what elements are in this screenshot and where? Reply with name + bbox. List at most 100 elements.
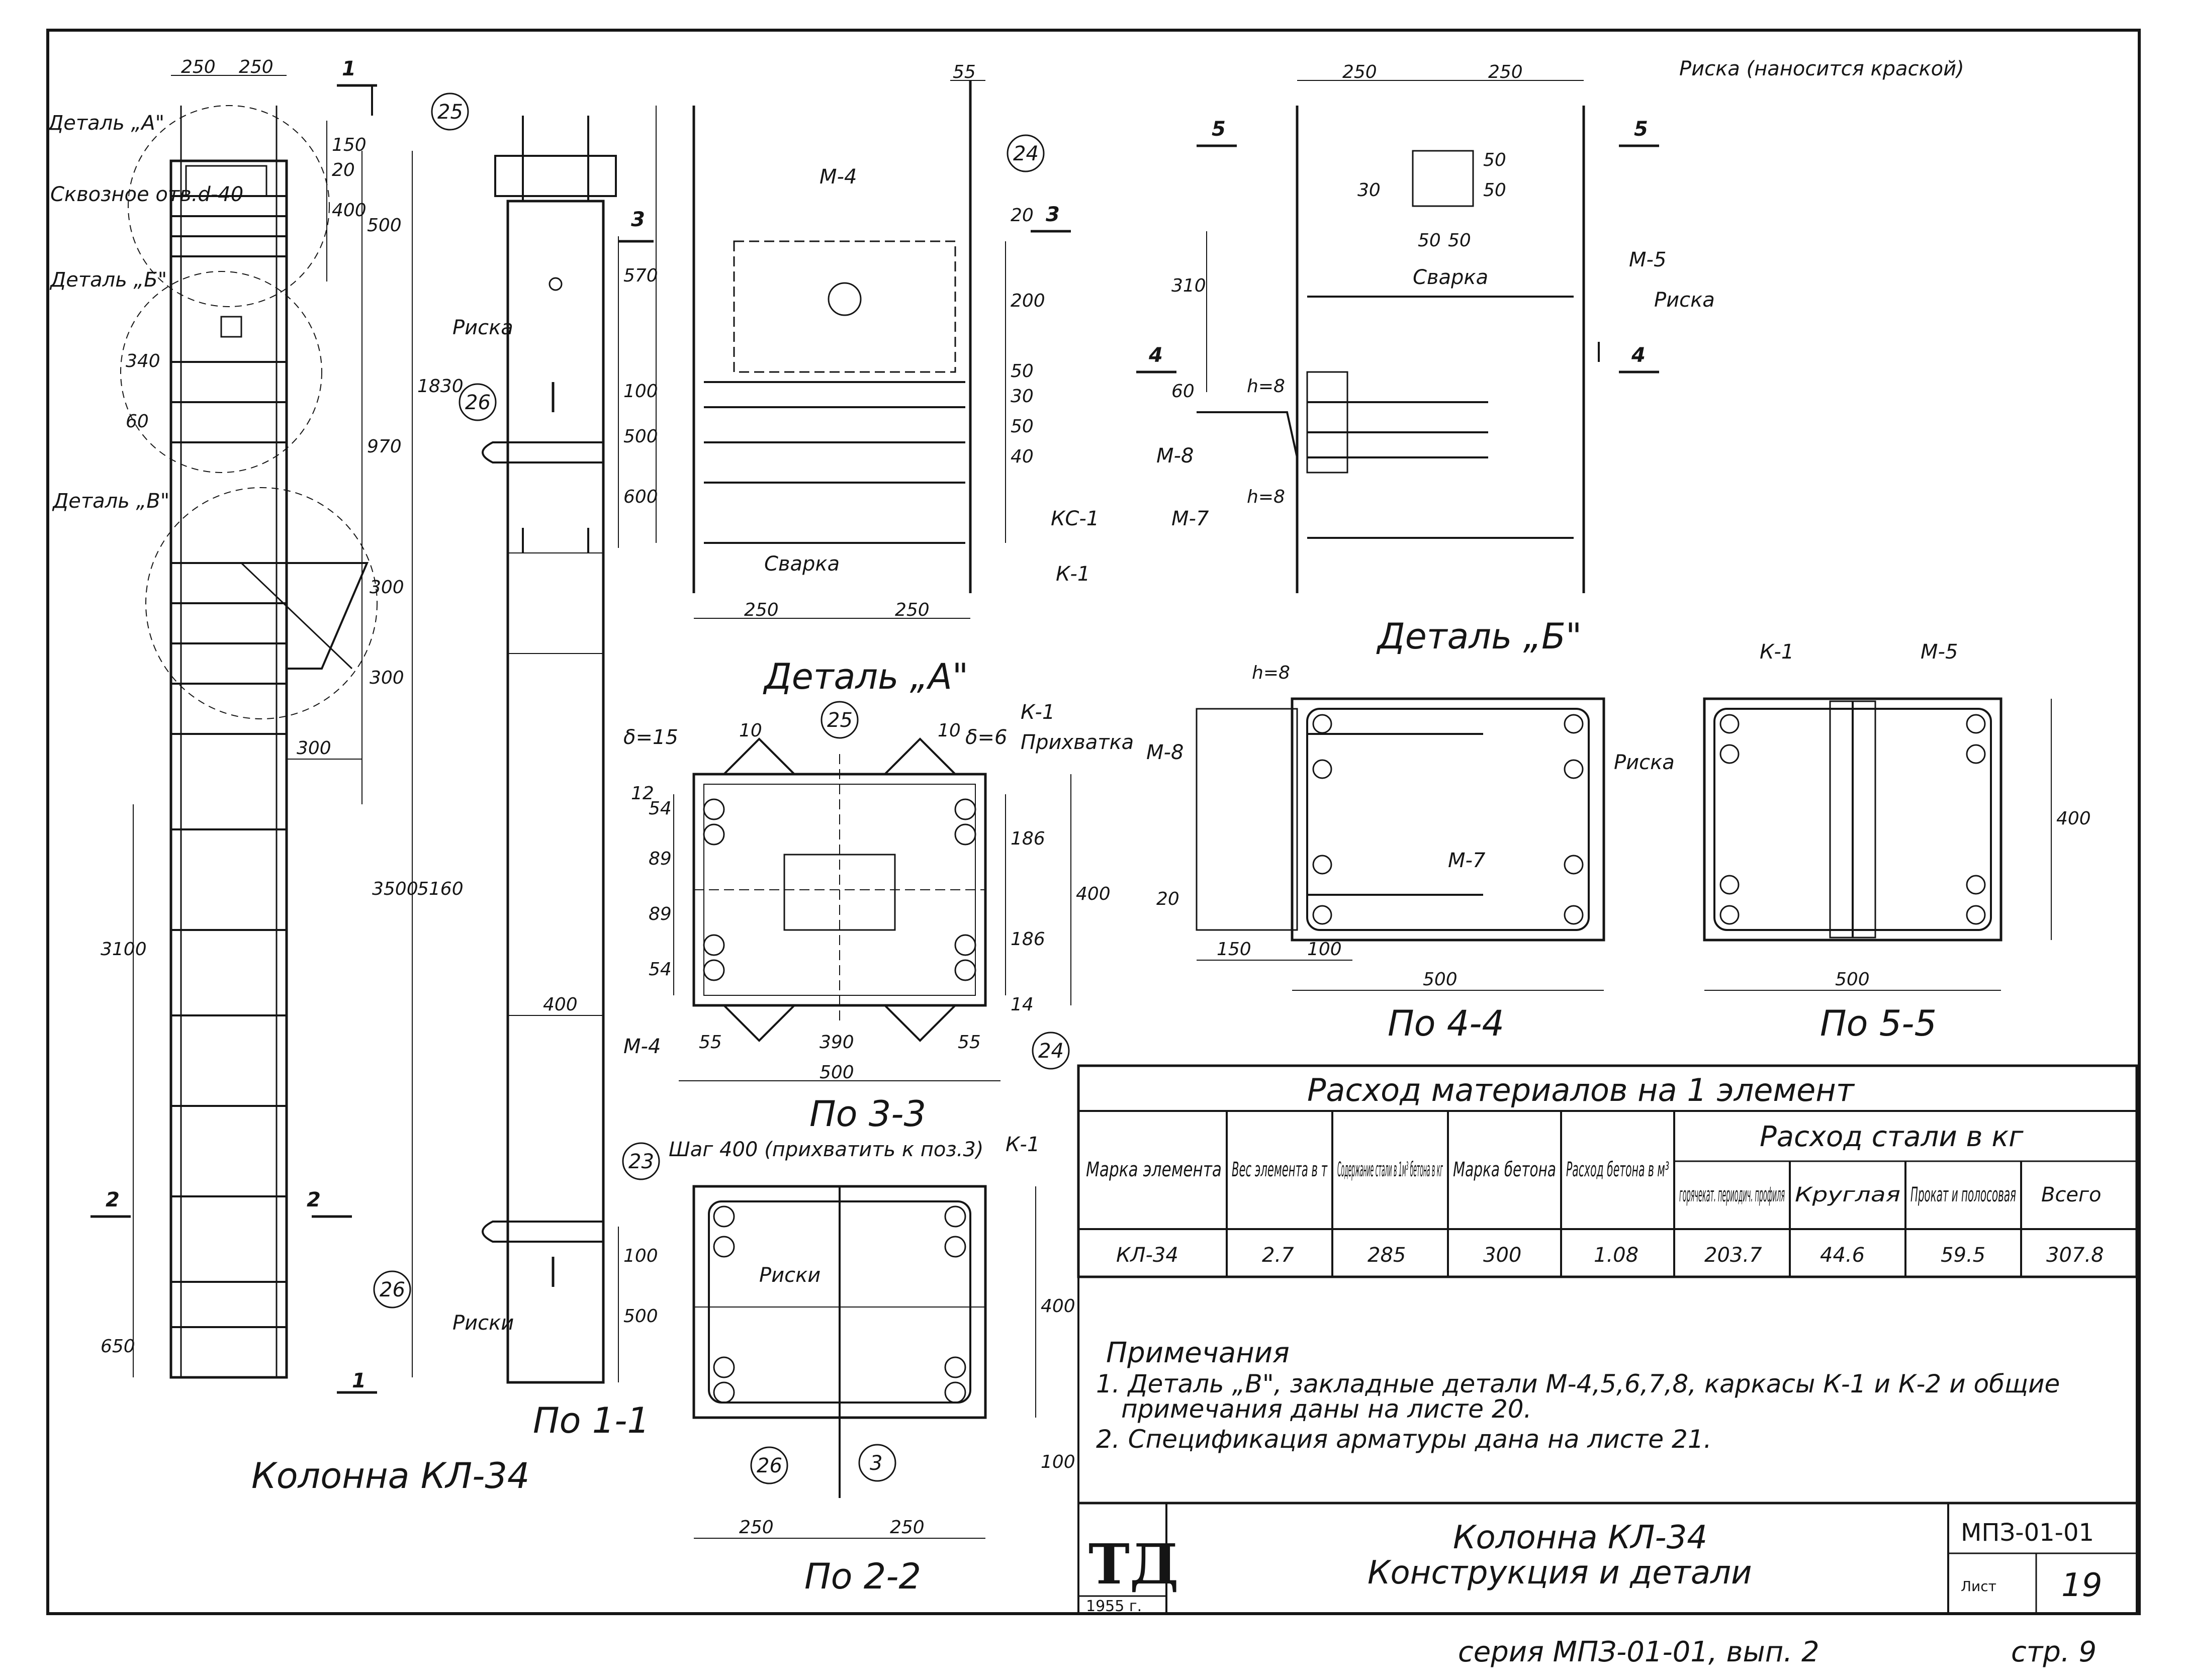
callout-m7-s44: М-7 (1448, 849, 1486, 872)
dim-340: 340 (126, 351, 160, 371)
dim-s33-55a: 55 (699, 1032, 722, 1053)
dim-400: 400 (332, 200, 367, 221)
dim-s11-600: 600 (623, 487, 658, 507)
dim-s33-500: 500 (820, 1062, 854, 1083)
view-title-s33: По 3-3 (809, 1093, 926, 1135)
dim-detb-250a: 250 (1342, 62, 1377, 82)
dim-s33-55b: 55 (958, 1032, 981, 1053)
dim-s33-186b: 186 (1011, 929, 1045, 950)
dim-500: 500 (367, 215, 402, 236)
callout-k1-det-a: К-1 (1056, 563, 1090, 586)
footer-series: серия МПЗ-01-01, вып. 2 (1458, 1636, 1819, 1668)
view-title-column: Колонна КЛ-34 (251, 1455, 529, 1497)
view-title-s55: По 5-5 (1820, 1003, 1937, 1044)
dim-detb-50b: 50 (1483, 180, 1506, 201)
cut-5-right: 5 (1634, 118, 1648, 141)
footer-page: стр. 9 (2011, 1636, 2097, 1668)
th-steel-content: Содержание стали в 1м³ бетона в кг (1337, 1158, 1443, 1181)
td-steel-content: 285 (1368, 1244, 1406, 1267)
callout-m4-s33: М-4 (623, 1035, 661, 1058)
note-line-3: 2. Спецификация арматуры дана на листе 2… (1096, 1425, 1712, 1454)
dim-s33-12: 12 (631, 783, 654, 804)
dim-deta-55: 55 (953, 62, 976, 82)
dim-detb-60: 60 (1171, 381, 1195, 402)
dim-s22-250a: 250 (739, 1517, 774, 1538)
dim-s33-54b: 54 (649, 959, 672, 980)
dim-s22-400: 400 (1041, 1296, 1075, 1317)
callout-k1-s22: К-1 (1006, 1133, 1040, 1156)
callout-h8-s44: h=8 (1252, 663, 1290, 683)
callout-k1-s33: К-1 (1021, 701, 1055, 724)
cut-3-left: 3 (631, 208, 645, 231)
callout-detail-v: Деталь „В" (52, 490, 169, 513)
dim-s11-100b: 100 (623, 1246, 658, 1266)
td-weight: 2.7 (1262, 1244, 1294, 1267)
materials-table (1077, 1064, 2138, 1278)
callout-riska-det-b: Риска (1654, 289, 1715, 312)
dim-col-300: 300 (297, 738, 331, 759)
view-title-s11: По 1-1 (533, 1400, 650, 1441)
callout-m4-det-a: М-4 (820, 165, 857, 189)
callout-m7-det-b: М-7 (1171, 507, 1209, 530)
dim-detb-50d: 50 (1448, 230, 1471, 251)
view-title-s22: По 2-2 (804, 1556, 921, 1597)
dim-s22-250b: 250 (890, 1517, 925, 1538)
callout-m5-s55: М-5 (1921, 640, 1958, 664)
dim-deta-20: 20 (1011, 205, 1034, 226)
callout-step: Шаг 400 (прихватить к поз.3) (669, 1138, 983, 1161)
cut-3-right: 3 (1046, 203, 1060, 226)
dim-detb-310: 310 (1171, 275, 1206, 296)
dim-deta-30: 30 (1011, 386, 1034, 407)
dim-s33-10b: 10 (938, 720, 961, 741)
title-block-year: 1955 г. (1086, 1598, 1142, 1615)
section-2-2 (692, 1185, 1036, 1539)
dim-300a: 300 (370, 577, 404, 598)
callout-m5-det-b: М-5 (1629, 248, 1666, 271)
callout-through-hole: Сквозное отв.d-40 (50, 183, 243, 206)
dim-s11-570: 570 (623, 265, 658, 286)
cut-1-bottom: 1 (352, 1369, 366, 1392)
dim-s22-100: 100 (1041, 1452, 1075, 1472)
dim-5160: 5160 (417, 879, 464, 899)
detail-b (1197, 80, 1600, 593)
pos-23: 23 (628, 1150, 654, 1173)
cut-2-right: 2 (307, 1188, 321, 1211)
dim-s11-500a: 500 (623, 426, 658, 447)
section-3-3 (673, 737, 1071, 1081)
callout-riska-s44: Риска (1614, 751, 1675, 774)
title-block-series: МПЗ-01-01 (1961, 1519, 2094, 1547)
title-block (1078, 1502, 2137, 1614)
note-line-2: примечания даны на листе 20. (1121, 1394, 1531, 1424)
callout-riski-s11: Риски (452, 1312, 514, 1335)
callout-m8-s44: М-8 (1146, 741, 1183, 764)
dim-s33-14: 14 (1011, 994, 1034, 1015)
dim-s33-89b: 89 (649, 904, 672, 924)
dim-deta-50b: 50 (1011, 416, 1034, 437)
dim-deta-50: 50 (1011, 361, 1034, 382)
callout-m8-det-b: М-8 (1156, 444, 1194, 468)
th-mark: Марка элемента (1086, 1158, 1222, 1181)
callout-welding-det-b: Сварка (1413, 266, 1488, 289)
title-block-sheet-label: Лист (1961, 1578, 1996, 1595)
detail-a (656, 80, 1006, 619)
td-round: 44.6 (1820, 1244, 1865, 1267)
pos-25-s33: 25 (827, 709, 853, 732)
callout-d15: δ=15 (623, 726, 678, 749)
dim-s11-100a: 100 (623, 381, 658, 402)
title-block-title-2: Конструкция и детали (1368, 1554, 1752, 1592)
dim-deta-250b: 250 (895, 600, 930, 620)
notes-heading: Примечания (1106, 1337, 1290, 1369)
callout-k1-s55: К-1 (1760, 640, 1794, 664)
dim-s33-89a: 89 (649, 849, 672, 869)
th-total: Всего (2041, 1183, 2102, 1206)
dim-s33-390: 390 (820, 1032, 854, 1053)
dim-300b: 300 (370, 668, 404, 688)
cut-4-right: 4 (1631, 344, 1646, 367)
dim-detb-30: 30 (1357, 180, 1381, 201)
dim-150: 150 (332, 135, 367, 155)
section-5-5 (1703, 697, 2052, 991)
dim-detb-250b: 250 (1488, 62, 1523, 82)
dim-3100: 3100 (101, 939, 147, 960)
th-round: Круглая (1795, 1183, 1900, 1206)
